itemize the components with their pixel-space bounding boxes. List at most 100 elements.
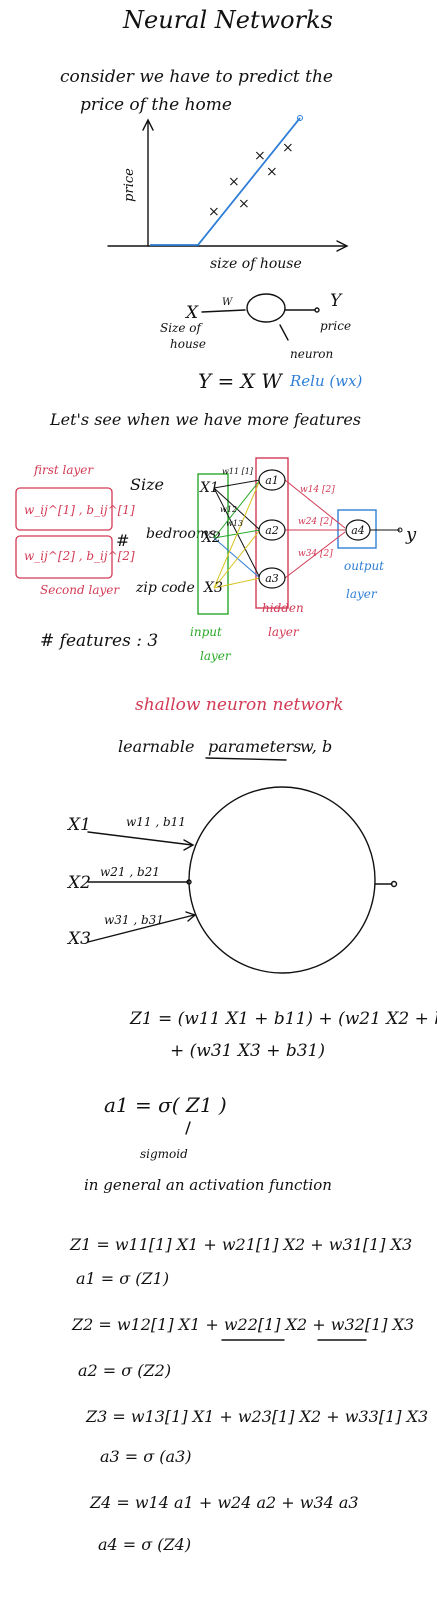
big-input-x3: X3 <box>66 929 91 949</box>
hidden-node-a1-label: a1 <box>265 474 279 487</box>
activation-note: in general an activation function <box>84 1176 332 1194</box>
weight-w14: w14 [2] <box>300 485 335 495</box>
network-output-y: y <box>405 524 417 545</box>
input-arrow-3-icon <box>185 911 197 922</box>
hidden-node-a2 <box>258 519 286 541</box>
formula-yxw: Y = X W <box>198 369 283 393</box>
weight-w11: w11 [1] <box>222 467 254 476</box>
data-point-icon: × <box>208 204 220 220</box>
network-diagram: first layer w_ij^[1] , b_ij^[1] w_ij^[2]… <box>15 457 417 663</box>
sigmoid-pointer <box>185 1121 191 1135</box>
learnable-prefix: learnable <box>118 737 194 756</box>
output-layer-label-1: output <box>344 559 384 573</box>
input-layer-label-1: input <box>190 625 222 639</box>
big-input-x2: X2 <box>66 873 91 893</box>
output-layer-label-2: layer <box>346 587 378 601</box>
weight-w34: w34 [2] <box>298 549 333 559</box>
input-x2: X2 <box>201 530 221 546</box>
input-arrow-1-icon <box>183 839 195 851</box>
big-weight-1: w11 , b11 <box>126 815 186 829</box>
big-input-x1: X1 <box>66 815 91 835</box>
sigmoid-label: sigmoid <box>140 1147 188 1161</box>
w2-label: w_ij^[2] , b_ij^[2] <box>24 549 135 563</box>
neuron-pointer-arrow <box>279 324 289 341</box>
relu-line <box>150 117 301 246</box>
equations: Z1 = (w11 X1 + b11) + (w21 X2 + b21) + (… <box>69 1009 437 1554</box>
hidden-layer-label-2: layer <box>268 625 300 639</box>
input-x1: X1 <box>199 480 219 496</box>
data-point-icon: × <box>238 196 250 212</box>
learnable-underline <box>205 757 287 761</box>
feature-zipcode: zip code <box>135 580 195 596</box>
input-x3: X3 <box>203 580 223 596</box>
hidden-node-a1 <box>258 469 286 491</box>
shallow-heading: shallow neuron network <box>135 695 344 715</box>
data-point-icon: × <box>266 164 278 180</box>
input-arrow <box>201 309 246 313</box>
eq-6: a3 = σ (a3) <box>100 1447 192 1466</box>
simple-neuron-diagram: X W Y Size of house price neuron <box>160 291 351 361</box>
eq-a1-sigma: a1 = σ( Z1 ) <box>104 1093 227 1117</box>
single-neuron-diagram: X1 X2 X3 w11 , b11 w21 , b21 w31 , b31 <box>66 786 398 974</box>
neuron-circle <box>246 293 286 323</box>
input-label-2: house <box>170 337 206 351</box>
y-axis-arrow-icon <box>142 118 154 131</box>
w2-box <box>15 535 113 579</box>
big-weight-2: w21 , b21 <box>100 865 160 879</box>
intro-line-1: consider we have to predict the <box>60 67 333 87</box>
input-layer-box <box>197 473 229 615</box>
output-label: price <box>320 319 351 333</box>
data-point-icon: × <box>282 140 294 156</box>
data-points: × × × × × × <box>208 140 294 220</box>
formula-relu: Relu (wx) <box>289 372 363 390</box>
second-layer-label: Second layer <box>40 583 120 597</box>
input-line-1 <box>87 831 193 846</box>
hidden-node-a3-label: a3 <box>265 572 279 585</box>
eq-7: Z4 = w14 a1 + w24 a2 + w34 a3 <box>89 1493 359 1512</box>
eq-5: Z3 = w13[1] X1 + w23[1] X2 + w33[1] X3 <box>85 1407 428 1426</box>
graph-ylabel: price <box>122 168 137 202</box>
input-label-1: Size of <box>160 321 204 335</box>
hidden-node-a3 <box>258 567 286 589</box>
output-node-a4 <box>345 519 371 541</box>
input-node-2-icon <box>186 879 192 885</box>
hidden-layer-box <box>255 457 289 609</box>
eq-z1-line2: + (w31 X3 + b31) <box>170 1041 325 1061</box>
neuron-output-node-icon <box>390 880 398 888</box>
hidden-node-a2-label: a2 <box>265 524 279 537</box>
eq-3: Z2 = w12[1] X1 + w22[1] X2 + w32[1] X3 <box>71 1315 414 1334</box>
page-title: Neural Networks <box>122 6 333 34</box>
neuron-weight-w: W <box>222 297 233 308</box>
network-output-node-icon <box>397 527 403 533</box>
hash-mark: # <box>116 531 129 550</box>
big-weight-3: w31 , b31 <box>104 913 164 927</box>
neuron-label: neuron <box>290 347 333 361</box>
graph-xlabel: size of house <box>210 256 302 272</box>
network-connections <box>213 479 400 589</box>
output-node-a4-label: a4 <box>351 524 365 537</box>
neuron-output-y: Y <box>330 291 343 311</box>
w1-box <box>15 487 113 531</box>
data-point-icon: × <box>228 174 240 190</box>
output-layer-box <box>337 509 377 549</box>
eq-2: a1 = σ (Z1) <box>76 1269 169 1288</box>
input-layer-label-2: layer <box>200 649 232 663</box>
eq-z1-line1: Z1 = (w11 X1 + b11) + (w21 X2 + b21) <box>129 1009 437 1029</box>
num-features: # features : 3 <box>40 631 158 651</box>
data-point-icon: × <box>254 148 266 164</box>
weight-w13: w13 <box>226 519 243 528</box>
input-line-3 <box>87 914 195 943</box>
learnable-suffix: w, b <box>300 737 332 756</box>
output-node-icon <box>314 307 320 313</box>
more-features-line: Let's see when we have more features <box>49 410 361 429</box>
eq-4: a2 = σ (Z2) <box>78 1361 171 1380</box>
price-graph: price size of house × × × × × × <box>107 115 349 272</box>
hidden-layer-label-1: hidden <box>262 601 304 615</box>
learnable-underlined: parameters <box>208 737 301 756</box>
feature-size: Size <box>130 475 164 494</box>
weight-w24: w24 [2] <box>298 517 333 527</box>
eq-8: a4 = σ (Z4) <box>98 1535 191 1554</box>
w1-label: w_ij^[1] , b_ij^[1] <box>24 503 135 517</box>
eq-1: Z1 = w11[1] X1 + w21[1] X2 + w31[1] X3 <box>69 1235 412 1254</box>
